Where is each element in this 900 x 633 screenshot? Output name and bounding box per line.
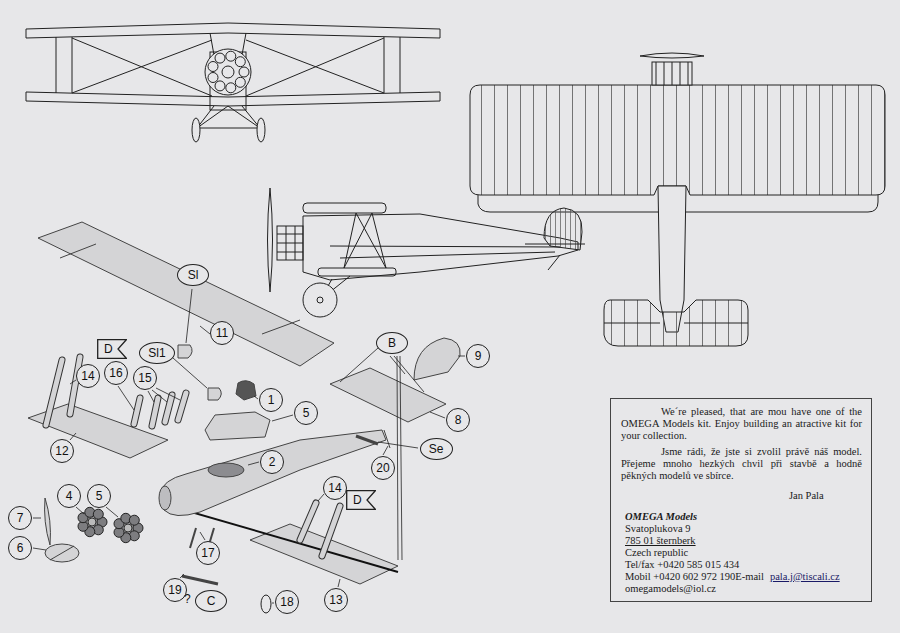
side-view: [268, 188, 586, 317]
callout-text: 20: [376, 462, 389, 474]
callout-number: 2: [260, 450, 284, 474]
callout-number: 1: [259, 388, 283, 412]
kit-parts: [28, 222, 460, 613]
callout-number: 14: [323, 476, 347, 500]
panel-text: Mobil +0420 602 972 190E-mail: [621, 571, 764, 583]
callout-text: Sl: [188, 269, 199, 281]
callout-text: 1: [268, 394, 275, 406]
callout-text: D: [353, 494, 362, 506]
callout-number: 5: [294, 401, 318, 425]
callout-text: 2: [269, 456, 276, 468]
callout-text: 5: [96, 490, 103, 502]
callout-number: 5: [87, 484, 111, 508]
callout-number: B: [376, 332, 408, 354]
text-row: omegamodels@iol.cz: [621, 583, 862, 595]
text-row: Tel/fax +0420 585 015 434: [621, 559, 862, 571]
callout-text: C: [207, 595, 216, 607]
callout-number: C: [195, 590, 227, 612]
panel-text: Svatoplukova 9: [621, 523, 862, 535]
callout-text: 16: [109, 367, 122, 379]
callout-number: 6: [8, 536, 32, 560]
panel-text: Jan Pala: [621, 490, 862, 502]
callout-text: 8: [455, 414, 462, 426]
text-row: We´re pleased, that are mou have one of …: [621, 406, 862, 442]
callout-text: 13: [329, 594, 342, 606]
text-row: Jan Pala: [621, 490, 862, 502]
flag-shape: [347, 491, 376, 510]
panel-text: Czech republic: [621, 547, 862, 559]
decal-flag: D: [97, 339, 127, 359]
callout-text: B: [388, 337, 396, 349]
note-label: ?: [184, 592, 191, 606]
callout-text: 9: [475, 350, 482, 362]
flag-shape: [98, 340, 127, 359]
callout-text: Se: [429, 443, 444, 455]
callout-number: Sl: [177, 264, 209, 286]
callout-text: 12: [55, 445, 68, 457]
text-row: 785 01 šternberk: [621, 535, 862, 547]
callout-number: 17: [196, 541, 220, 565]
panel-text: 785 01 šternberk: [621, 535, 862, 547]
panel-text: We´re pleased, that are mou have one of …: [621, 406, 862, 442]
callout-text: 7: [17, 512, 24, 524]
panel-text: OMEGA Models: [621, 511, 862, 523]
callout-text: 17: [201, 547, 214, 559]
callout-number: 19: [163, 578, 187, 602]
callout-text: 6: [17, 542, 24, 554]
text-row: Czech republic: [621, 547, 862, 559]
panel-text: Jsme rádi, že jste si zvolil právě náš m…: [621, 446, 862, 482]
callout-text: 4: [66, 490, 73, 502]
callout-number: 16: [104, 361, 128, 385]
callout-number: 4: [57, 484, 81, 508]
text-row: Jsme rádi, že jste si zvolil právě náš m…: [621, 446, 862, 482]
callout-number: 13: [324, 588, 348, 612]
callout-number: 20: [371, 456, 395, 480]
callout-text: 5: [303, 407, 310, 419]
panel-text: pala.j@tiscali.cz: [770, 571, 840, 583]
callout-text: 15: [138, 372, 151, 384]
text-row: Mobil +0420 602 972 190E-mail pala.j@tisc…: [621, 571, 862, 583]
callout-text: 18: [280, 596, 293, 608]
callout-number: 9: [466, 344, 490, 368]
callout-number: 12: [50, 439, 74, 463]
callout-number: 15: [133, 366, 157, 390]
callout-number: Se: [420, 438, 453, 460]
callout-text: 14: [328, 482, 341, 494]
callout-number: 14: [76, 364, 100, 388]
panel-text: omegamodels@iol.cz: [621, 583, 862, 595]
front-view: [26, 23, 440, 142]
decal-flag: D: [346, 490, 376, 510]
callout-number: 11: [210, 321, 234, 345]
info-panel: We´re pleased, that are mou have one of …: [610, 398, 872, 602]
text-row: Svatoplukova 9: [621, 523, 862, 535]
callout-number: 18: [275, 590, 299, 614]
text-row: OMEGA Models: [621, 511, 862, 523]
callout-text: D: [104, 343, 113, 355]
callout-text: 14: [81, 370, 94, 382]
callout-number: 7: [8, 506, 32, 530]
callout-number: Sl1: [139, 342, 175, 364]
plan-view: [470, 53, 885, 346]
callout-text: Sl1: [148, 347, 165, 359]
callout-text: 11: [216, 327, 228, 339]
panel-text: Tel/fax +0420 585 015 434: [621, 559, 862, 571]
callout-number: 8: [446, 408, 470, 432]
leader-lines: [33, 289, 465, 603]
callout-text: 19: [168, 584, 181, 596]
